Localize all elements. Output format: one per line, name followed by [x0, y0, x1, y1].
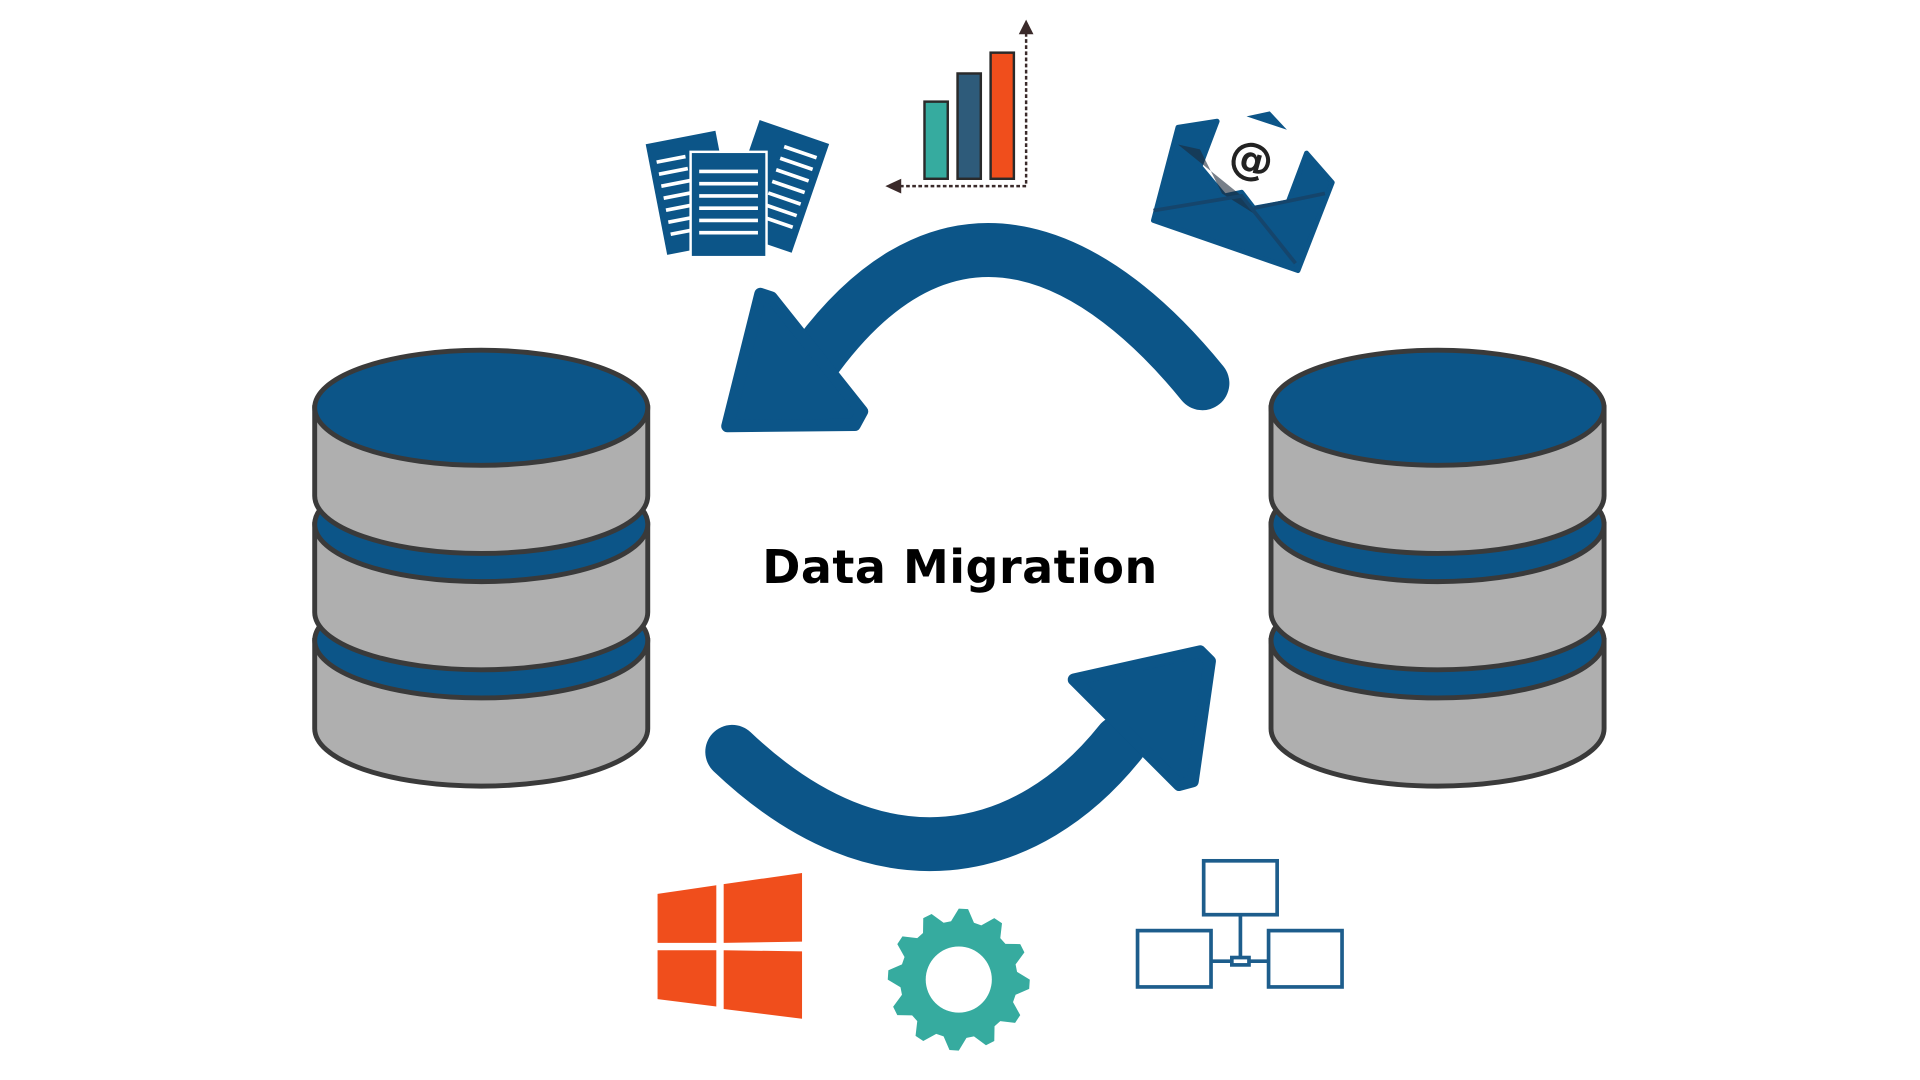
bar-orange [989, 51, 1016, 180]
diagram-title: Data Migration [762, 540, 1158, 594]
target-database-icon [1268, 347, 1607, 789]
email-icon: @ [1151, 111, 1335, 274]
documents-icon [645, 120, 830, 259]
source-database-icon [312, 347, 651, 789]
bar-chart-icon [885, 19, 1034, 194]
at-symbol: @ [1223, 129, 1279, 190]
arrow-to-target-icon [705, 645, 1216, 871]
database-layer [1268, 347, 1607, 556]
windows-logo-icon [657, 873, 803, 1019]
gear-icon [887, 908, 1030, 1051]
arrow-to-source-icon [721, 223, 1230, 433]
bar-teal [923, 100, 949, 180]
network-icon [1135, 858, 1344, 989]
database-layer [312, 347, 651, 556]
bar-slate [956, 72, 983, 180]
